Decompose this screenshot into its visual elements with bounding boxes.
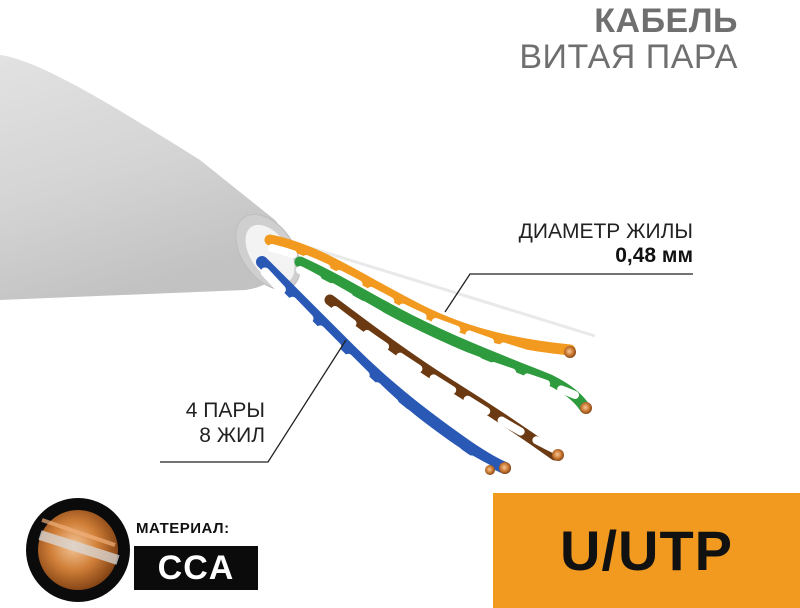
product-title: КАБЕЛЬ ВИТАЯ ПАРА (519, 4, 738, 74)
diameter-callout: ДИАМЕТР ЖИЛЫ 0,48 мм (478, 220, 693, 268)
title-line-1: КАБЕЛЬ (594, 2, 738, 40)
orange-pair (264, 234, 576, 366)
pairs-callout: 4 ПАРЫ 8 ЖИЛ (150, 398, 265, 448)
diameter-value: 0,48 мм (615, 244, 693, 268)
blue-pair (256, 256, 511, 475)
material-value-badge: CCA (134, 546, 258, 590)
material-label: МАТЕРИАЛ: (136, 520, 230, 537)
cable-type-badge: U/UTP (493, 493, 800, 608)
copper-conductor-icon (26, 498, 130, 602)
brown-pair (324, 294, 564, 461)
diameter-leader-line (444, 273, 693, 313)
rip-cord (284, 238, 596, 338)
diameter-label: ДИАМЕТР ЖИЛЫ (518, 220, 693, 243)
green-pair (294, 256, 592, 414)
material-value: CCA (157, 548, 235, 587)
cable-jacket (0, 55, 288, 300)
material-block: МАТЕРИАЛ: CCA (28, 494, 258, 606)
pairs-count: 4 ПАРЫ (185, 399, 265, 422)
title-line-2: ВИТАЯ ПАРА (519, 38, 738, 76)
pairs-leader-line (160, 339, 347, 463)
cable-type-label: U/UTP (560, 519, 733, 582)
cores-count: 8 ЖИЛ (199, 424, 265, 448)
